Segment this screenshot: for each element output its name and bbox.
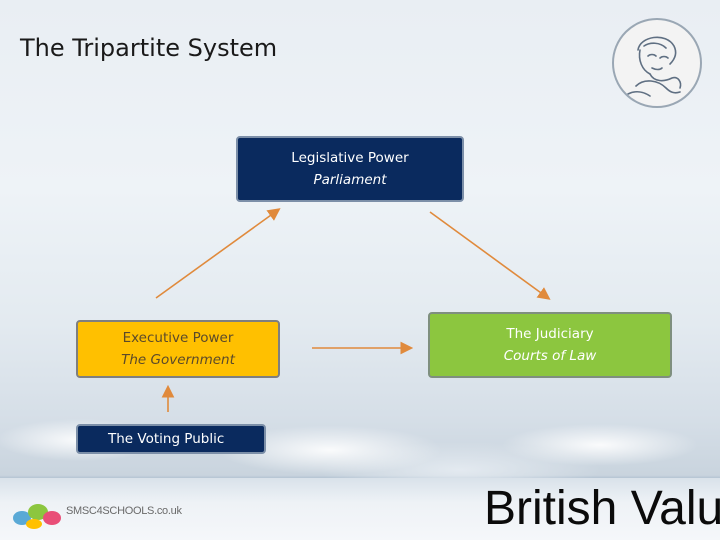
thinker-logo-icon: [612, 18, 702, 108]
executive-power-node: Executive Power The Government: [76, 320, 280, 378]
site-logo-text: SMSC4SCHOOLS.co.uk: [66, 505, 182, 517]
arrow-executive-to-legislative: [155, 208, 281, 299]
british-values-heading: British Valu: [484, 482, 720, 535]
voting-title: The Voting Public: [108, 431, 225, 447]
executive-title: Executive Power: [122, 330, 234, 346]
site-logo: SMSC4SCHOOLS.co.uk: [8, 488, 182, 532]
footer-band: [0, 478, 720, 540]
legislative-power-node: Legislative Power Parliament: [236, 136, 464, 202]
hands-logo-icon: [13, 504, 61, 529]
slide-title: The Tripartite System: [20, 34, 278, 62]
voting-public-node: The Voting Public: [76, 424, 266, 454]
legislative-subtitle: Parliament: [313, 172, 387, 188]
judiciary-title: The Judiciary: [506, 326, 594, 342]
judiciary-subtitle: Courts of Law: [503, 348, 597, 364]
judiciary-node: The Judiciary Courts of Law: [428, 312, 672, 378]
legislative-title: Legislative Power: [291, 150, 409, 166]
executive-subtitle: The Government: [121, 352, 235, 368]
arrow-legislative-to-judiciary: [429, 211, 551, 300]
